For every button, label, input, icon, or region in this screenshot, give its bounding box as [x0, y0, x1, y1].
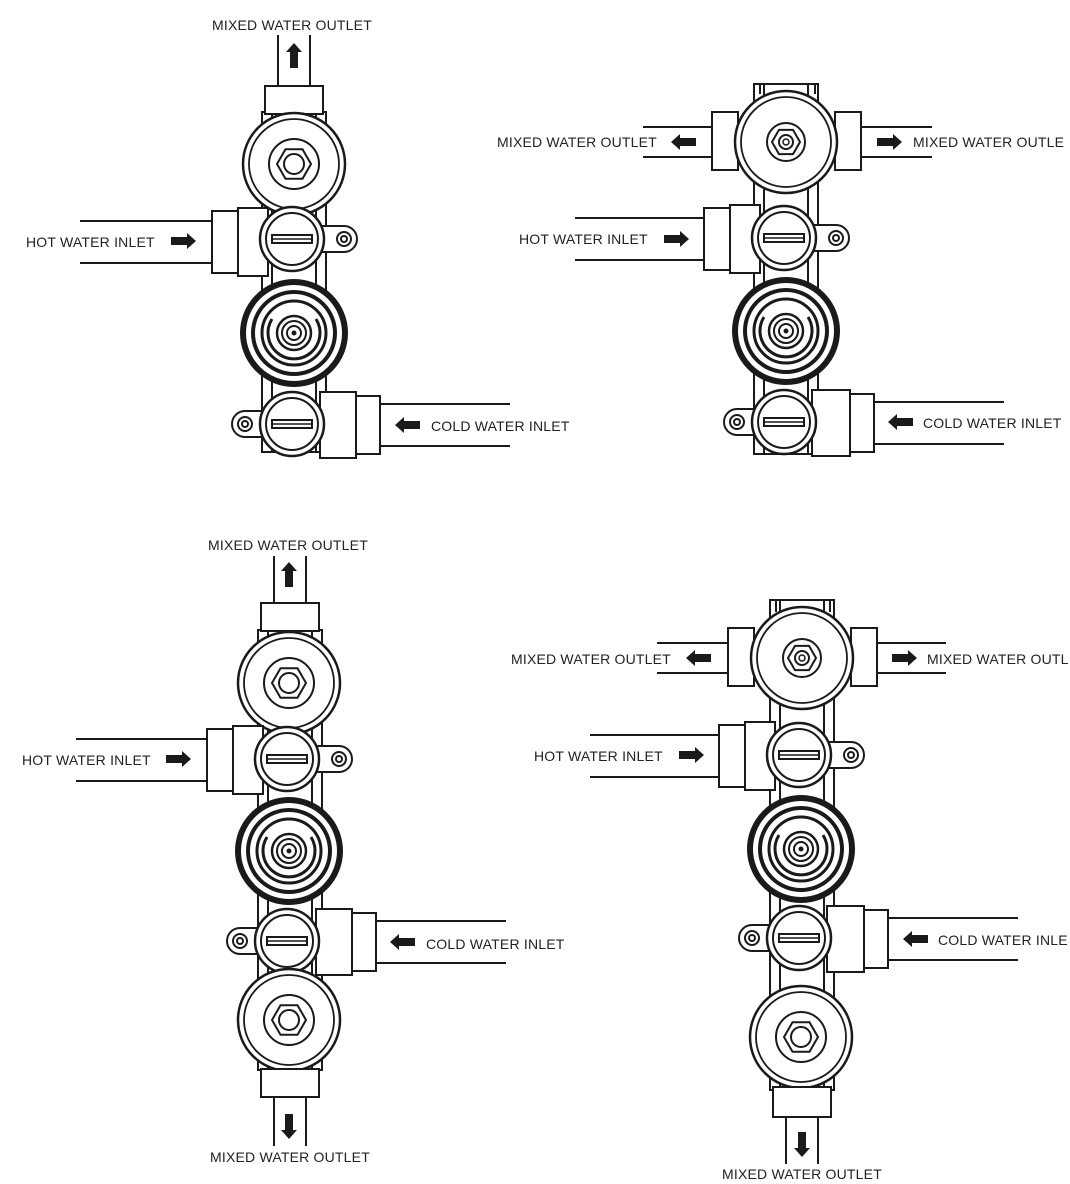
diagram-top-left: [80, 35, 510, 459]
arrow-left-icon: [671, 134, 696, 150]
diagram-top-right: [575, 83, 1004, 457]
label-mixed-outlet-tl: MIXED WATER OUTLET: [212, 17, 372, 33]
label-mixed-outlet-bl-top: MIXED WATER OUTLET: [208, 537, 368, 553]
arrow-right-icon: [679, 747, 704, 763]
label-cold-inlet-tr: COLD WATER INLET: [923, 415, 1062, 431]
arrow-up-icon: [286, 43, 302, 68]
arrow-down-icon: [794, 1132, 810, 1157]
label-mixed-outlet-br-right: MIXED WATER OUTL: [927, 651, 1069, 667]
label-hot-inlet-tr: HOT WATER INLET: [519, 231, 648, 247]
label-mixed-outlet-bl-bottom: MIXED WATER OUTLET: [210, 1149, 370, 1165]
diagram-bottom-right: [590, 599, 1018, 1164]
label-mixed-outlet-tr-left: MIXED WATER OUTLET: [497, 134, 657, 150]
arrow-up-icon: [281, 562, 297, 587]
arrow-right-icon: [892, 650, 917, 666]
label-cold-inlet-bl: COLD WATER INLET: [426, 936, 565, 952]
arrow-right-icon: [166, 751, 191, 767]
arrow-right-icon: [664, 231, 689, 247]
label-mixed-outlet-tr-right: MIXED WATER OUTLE: [913, 134, 1064, 150]
label-hot-inlet-bl: HOT WATER INLET: [22, 752, 151, 768]
label-cold-inlet-br: COLD WATER INLE: [938, 932, 1068, 948]
label-mixed-outlet-br-bottom: MIXED WATER OUTLET: [722, 1166, 882, 1182]
arrow-left-icon: [888, 414, 913, 430]
label-cold-inlet-tl: COLD WATER INLET: [431, 418, 570, 434]
arrow-right-icon: [171, 233, 196, 249]
arrow-left-icon: [686, 650, 711, 666]
arrow-left-icon: [903, 931, 928, 947]
label-hot-inlet-tl: HOT WATER INLET: [26, 234, 155, 250]
label-hot-inlet-br: HOT WATER INLET: [534, 748, 663, 764]
diagram-bottom-left: [76, 556, 506, 1146]
arrow-right-icon: [877, 134, 902, 150]
arrow-down-icon: [281, 1114, 297, 1139]
label-mixed-outlet-br-left: MIXED WATER OUTLET: [511, 651, 671, 667]
arrow-left-icon: [390, 934, 415, 950]
arrow-left-icon: [395, 417, 420, 433]
